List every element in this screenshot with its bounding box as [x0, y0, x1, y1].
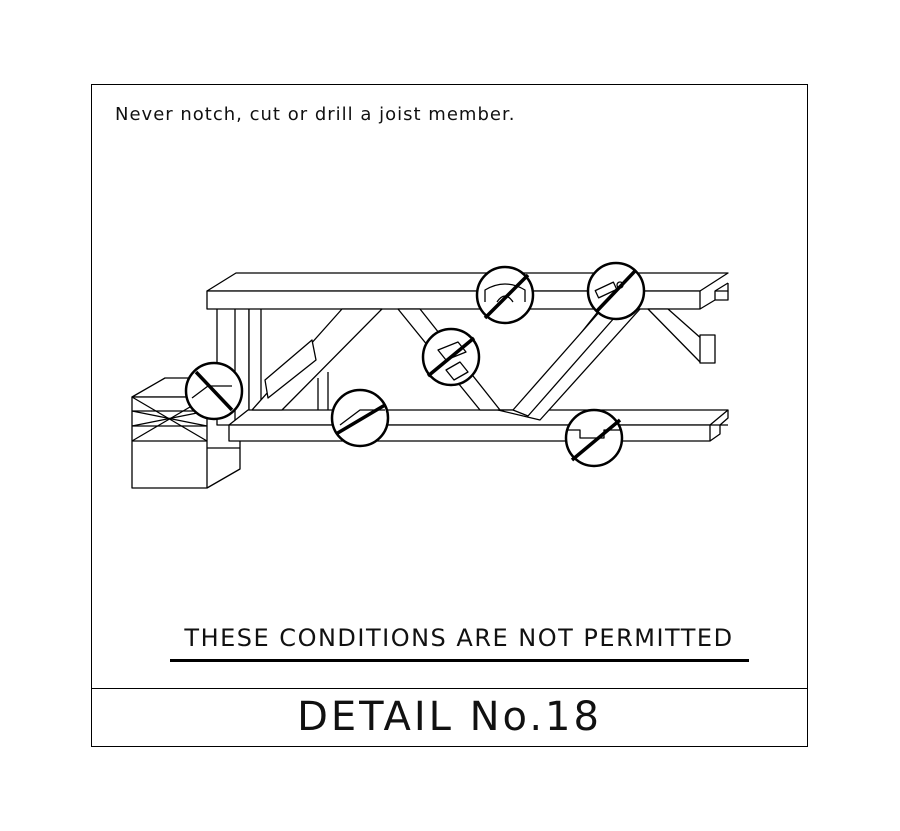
- warning-underline: [170, 659, 749, 662]
- top-chord: [207, 273, 728, 309]
- bottom-chord: [229, 410, 728, 441]
- no-drill-top-chord-icon: [588, 263, 644, 319]
- warning-heading: THESE CONDITIONS ARE NOT PERMITTED: [184, 624, 734, 652]
- web-members: [252, 309, 715, 420]
- no-cut-web-icon: [423, 329, 479, 385]
- no-notch-end-block-icon: [186, 363, 242, 419]
- drawing-frame: [91, 84, 808, 747]
- no-cut-web-bottom-icon: [332, 390, 388, 446]
- instruction-note: Never notch, cut or drill a joist member…: [115, 104, 516, 125]
- title-block-divider: [91, 688, 808, 689]
- no-notch-top-chord-icon: [477, 267, 533, 323]
- no-notch-bottom-chord-icon: [566, 410, 622, 466]
- detail-title: DETAIL No.18: [297, 694, 602, 740]
